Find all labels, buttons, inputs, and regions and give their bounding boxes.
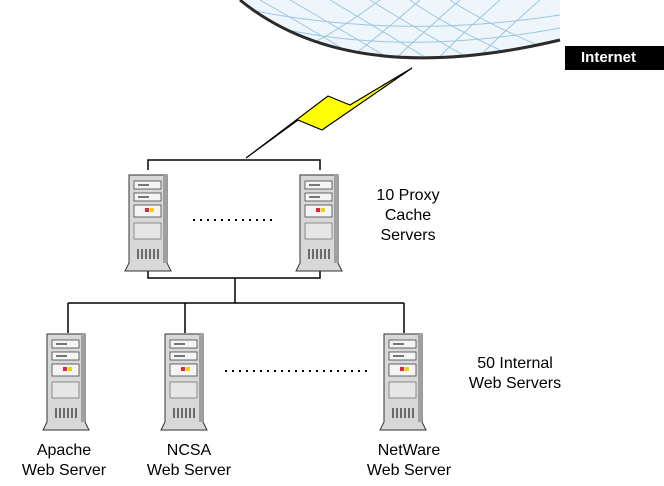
- lightning-icon: [245, 67, 413, 159]
- proxy-server-icon-2: [295, 174, 343, 272]
- internet-label: Internet: [565, 46, 664, 70]
- proxy-count-text: 10 Proxy: [376, 187, 440, 204]
- apache-label: Apache Web Server: [2, 441, 126, 481]
- apache-server-icon: [42, 333, 90, 431]
- proxy-connection-lines: [67, 159, 405, 333]
- globe-icon: [239, 0, 561, 60]
- ncsa-name: NCSA: [166, 442, 212, 459]
- webserver-group-label: 50 Internal Web Servers: [440, 354, 590, 394]
- webserver-line1-text: 50 Internal: [477, 355, 553, 372]
- ncsa-server-icon: [160, 333, 208, 431]
- apache-type: Web Server: [21, 462, 107, 479]
- netware-server-icon: [379, 333, 427, 431]
- ncsa-type: Web Server: [146, 462, 232, 479]
- proxy-line3-text: Servers: [380, 227, 436, 244]
- netware-type: Web Server: [366, 462, 452, 479]
- proxy-group-label: 10 Proxy Cache Servers: [358, 186, 458, 246]
- apache-name: Apache: [36, 442, 92, 459]
- ncsa-label: NCSA Web Server: [127, 441, 251, 481]
- proxy-server-icon-1: [124, 174, 172, 272]
- proxy-line2-text: Cache: [384, 207, 432, 224]
- netware-name: NetWare: [377, 442, 441, 459]
- webserver-line2-text: Web Servers: [468, 375, 562, 392]
- netware-label: NetWare Web Server: [347, 441, 471, 481]
